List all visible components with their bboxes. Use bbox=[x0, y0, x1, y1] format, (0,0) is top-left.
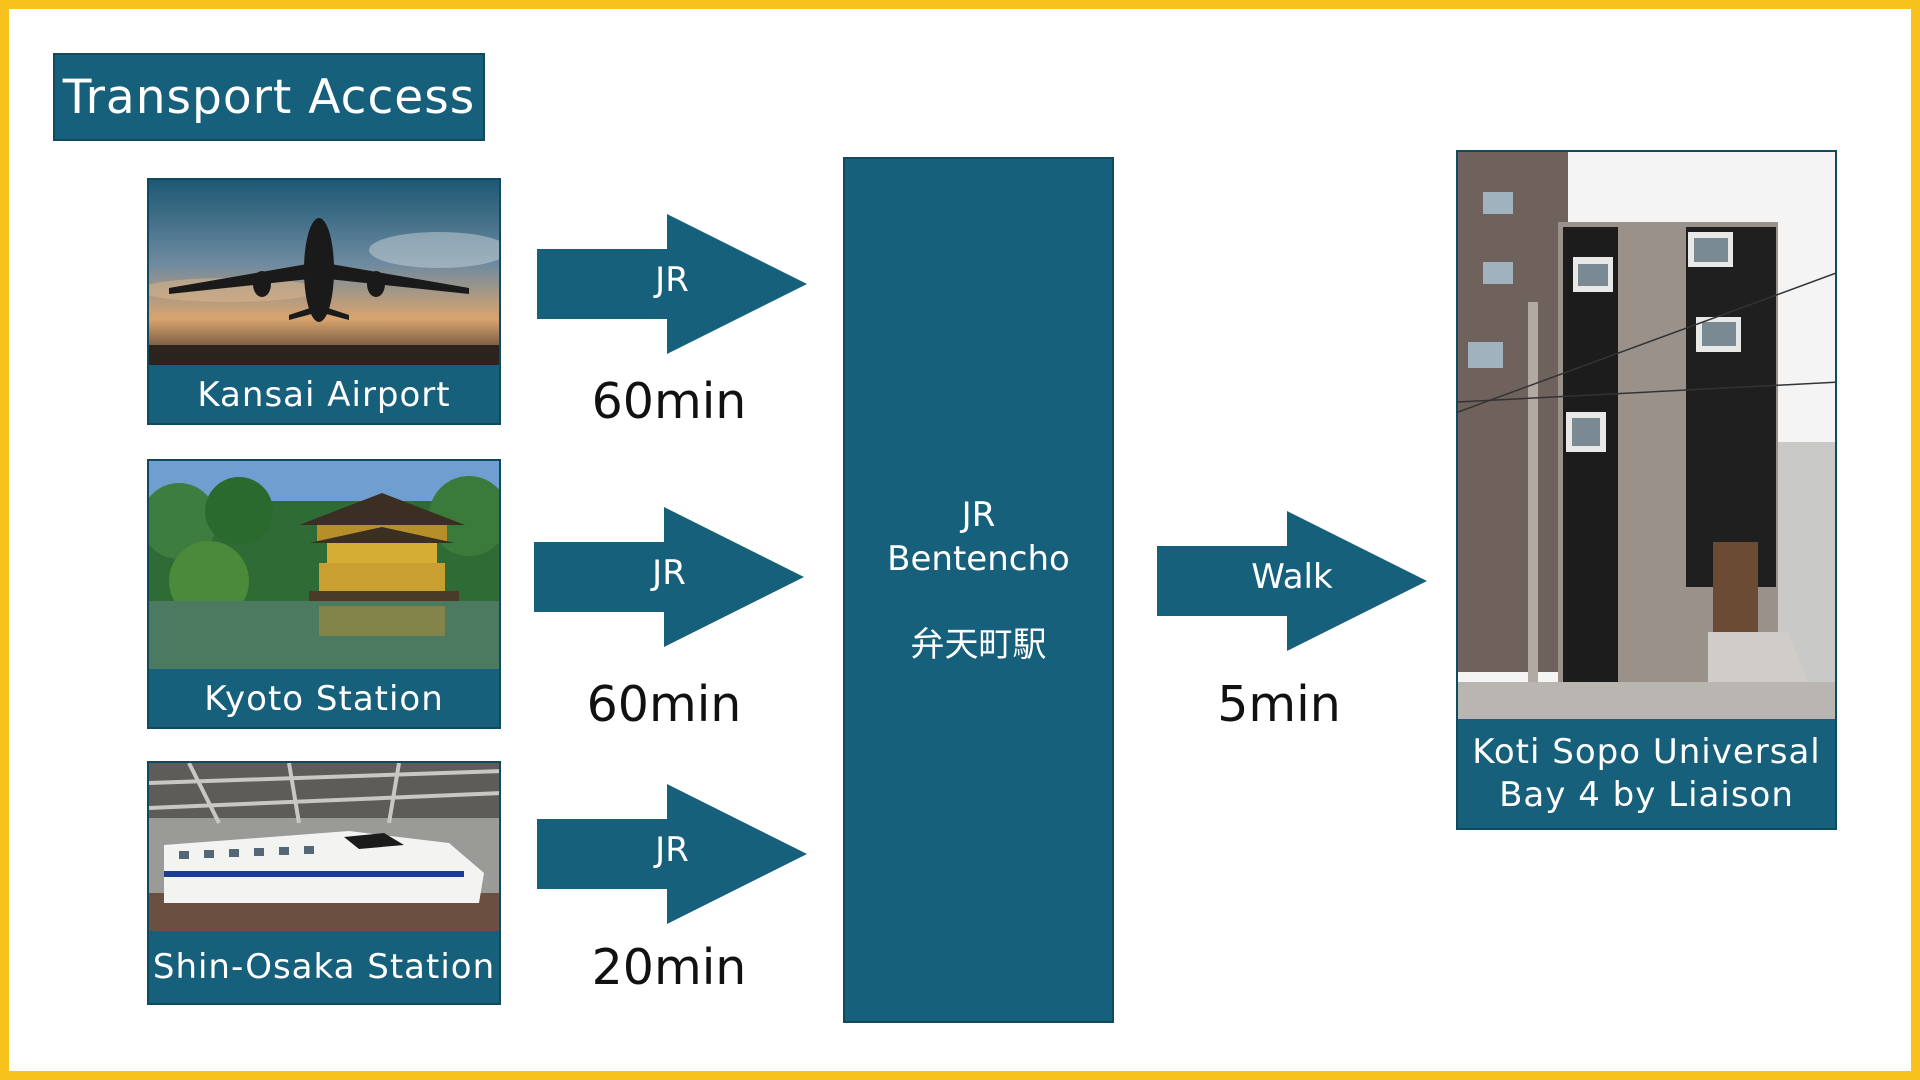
destination-card: Koti Sopo Universal Bay 4 by Liaison bbox=[1456, 150, 1837, 830]
hub-station-box: JR Bentencho 弁天町駅 bbox=[843, 157, 1114, 1023]
airplane-photo bbox=[149, 180, 499, 365]
walk-arrow: Walk bbox=[1157, 511, 1427, 651]
page-title: Transport Access bbox=[53, 53, 485, 141]
origin-label-kyoto-station: Kyoto Station bbox=[149, 669, 499, 729]
destination-label: Koti Sopo Universal Bay 4 by Liaison bbox=[1458, 719, 1835, 828]
bullet-train-photo bbox=[149, 763, 499, 931]
building-photo bbox=[1458, 152, 1835, 719]
origin-label-shin-osaka-station: Shin-Osaka Station bbox=[149, 931, 499, 1003]
origin-label-kansai-airport: Kansai Airport bbox=[149, 365, 499, 425]
hub-line-name: JR bbox=[845, 493, 1112, 537]
destination-name-line1: Koti Sopo Universal bbox=[1472, 731, 1820, 774]
route-mode-label-kyoto: JR bbox=[534, 553, 804, 593]
route-time-shin-osaka: 20min bbox=[569, 939, 769, 996]
route-arrow-kansai: JR bbox=[537, 214, 807, 354]
route-time-kansai: 60min bbox=[569, 373, 769, 430]
golden-pavilion-photo bbox=[149, 461, 499, 669]
walk-time: 5min bbox=[1179, 676, 1379, 733]
route-arrow-kyoto: JR bbox=[534, 507, 804, 647]
route-time-kyoto: 60min bbox=[564, 676, 764, 733]
walk-mode-label: Walk bbox=[1157, 557, 1427, 597]
hub-station-name-japanese: 弁天町駅 bbox=[845, 623, 1112, 667]
origin-card-kyoto-station: Kyoto Station bbox=[147, 459, 501, 729]
hub-station-name: Bentencho bbox=[845, 537, 1112, 581]
origin-card-kansai-airport: Kansai Airport bbox=[147, 178, 501, 425]
route-mode-label-shin-osaka: JR bbox=[537, 830, 807, 870]
destination-name-line2: Bay 4 by Liaison bbox=[1499, 774, 1794, 817]
origin-card-shin-osaka-station: Shin-Osaka Station bbox=[147, 761, 501, 1005]
route-mode-label-kansai: JR bbox=[537, 260, 807, 300]
route-arrow-shin-osaka: JR bbox=[537, 784, 807, 924]
